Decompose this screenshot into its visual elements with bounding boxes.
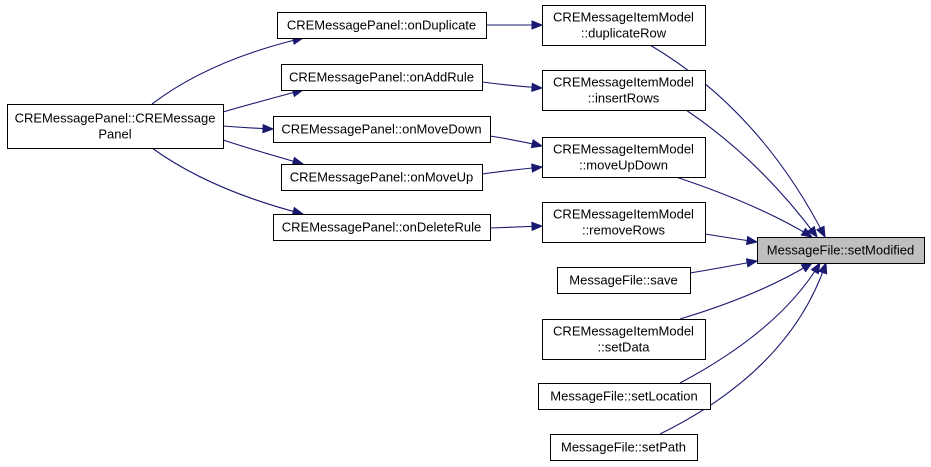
node-ctor[interactable]: CREMessagePanel::CREMessagePanel bbox=[7, 104, 224, 149]
node-insertRows[interactable]: CREMessageItemModel::insertRows bbox=[542, 70, 706, 111]
node-box-duplicateRow bbox=[542, 5, 706, 46]
node-setPath[interactable]: MessageFile::setPath bbox=[550, 434, 698, 461]
node-box-setPath bbox=[550, 434, 698, 461]
node-label-duplicateRow-0: CREMessageItemModel bbox=[553, 10, 694, 25]
edge-ctor-to-onAddRule bbox=[222, 89, 304, 113]
arrowhead-duplicateRow-to-setModified bbox=[815, 225, 826, 239]
node-onMoveUp[interactable]: CREMessagePanel::onMoveUp bbox=[281, 164, 483, 191]
edge-insertRows-to-setModified bbox=[685, 109, 818, 238]
node-label-removeRows-1: ::removeRows bbox=[582, 223, 666, 238]
arrowhead-save-to-setModified bbox=[745, 258, 759, 268]
node-label-setModified-0: MessageFile::setModified bbox=[767, 243, 914, 258]
arrowhead-onDuplicate-to-duplicateRow bbox=[531, 20, 544, 30]
node-box-insertRows bbox=[542, 70, 706, 111]
arrowhead-moveUpDown-to-setModified bbox=[800, 227, 814, 238]
node-duplicateRow[interactable]: CREMessageItemModel::duplicateRow bbox=[542, 5, 706, 46]
node-setModified[interactable]: MessageFile::setModified bbox=[757, 237, 925, 264]
node-label-insertRows-0: CREMessageItemModel bbox=[553, 75, 694, 90]
edge-moveUpDown-to-setModified bbox=[675, 176, 813, 238]
node-box-onDeleteRule bbox=[273, 214, 491, 241]
node-onDuplicate[interactable]: CREMessagePanel::onDuplicate bbox=[277, 12, 487, 39]
node-label-removeRows-0: CREMessageItemModel bbox=[553, 207, 694, 222]
node-label-save-0: MessageFile::save bbox=[569, 273, 677, 288]
node-label-moveUpDown-1: ::moveUpDown bbox=[579, 158, 668, 173]
node-removeRows[interactable]: CREMessageItemModel::removeRows bbox=[542, 202, 706, 243]
node-onAddRule[interactable]: CREMessagePanel::onAddRule bbox=[281, 64, 483, 91]
node-label-setPath-0: MessageFile::setPath bbox=[561, 440, 686, 455]
node-label-insertRows-1: ::insertRows bbox=[588, 91, 660, 106]
edge-duplicateRow-to-setModified bbox=[649, 44, 826, 238]
arrowhead-setData-to-setModified bbox=[800, 262, 814, 273]
arrowhead-setLocation-to-setModified bbox=[810, 261, 821, 275]
node-box-setModified bbox=[757, 237, 925, 264]
edge-setPath-to-setModified bbox=[659, 262, 827, 435]
node-box-onMoveUp bbox=[281, 164, 483, 191]
node-onMoveDown[interactable]: CREMessagePanel::onMoveDown bbox=[273, 116, 491, 143]
edge-setData-to-setModified bbox=[679, 262, 813, 320]
node-save[interactable]: MessageFile::save bbox=[557, 267, 691, 294]
node-label-onDeleteRule-0: CREMessagePanel::onDeleteRule bbox=[282, 220, 481, 235]
node-box-onDuplicate bbox=[277, 12, 487, 39]
edge-ctor-to-onDeleteRule bbox=[151, 147, 304, 215]
edge-setLocation-to-setModified bbox=[679, 262, 821, 384]
node-label-ctor-0: CREMessagePanel::CREMessage bbox=[15, 111, 216, 126]
node-label-onDuplicate-0: CREMessagePanel::onDuplicate bbox=[287, 18, 476, 33]
node-label-setLocation-0: MessageFile::setLocation bbox=[550, 389, 697, 404]
node-box-onAddRule bbox=[281, 64, 483, 91]
node-setLocation[interactable]: MessageFile::setLocation bbox=[538, 383, 711, 410]
node-box-save bbox=[557, 267, 691, 294]
arrowhead-setPath-to-setModified bbox=[818, 261, 828, 275]
edge-ctor-to-onMoveUp bbox=[222, 139, 304, 165]
node-box-setData bbox=[542, 319, 706, 360]
node-label-setData-0: CREMessageItemModel bbox=[553, 324, 694, 339]
arrowhead-onMoveUp-to-moveUpDown bbox=[531, 163, 544, 173]
node-label-setData-1: ::setData bbox=[597, 340, 650, 355]
arrowhead-onAddRule-to-insertRows bbox=[531, 82, 544, 93]
node-box-removeRows bbox=[542, 202, 706, 243]
node-box-onMoveDown bbox=[273, 116, 491, 143]
arrowhead-insertRows-to-setModified bbox=[806, 225, 818, 239]
arrowhead-ctor-to-onMoveDown bbox=[262, 123, 275, 134]
nodes: CREMessagePanel::CREMessagePanelCREMessa… bbox=[7, 5, 925, 461]
node-label-onAddRule-0: CREMessagePanel::onAddRule bbox=[289, 70, 474, 85]
node-setData[interactable]: CREMessageItemModel::setData bbox=[542, 319, 706, 360]
node-box-setLocation bbox=[538, 383, 711, 410]
arrowhead-onMoveDown-to-moveUpDown bbox=[530, 139, 544, 149]
node-moveUpDown[interactable]: CREMessageItemModel::moveUpDown bbox=[542, 137, 706, 178]
node-onDeleteRule[interactable]: CREMessagePanel::onDeleteRule bbox=[273, 214, 491, 241]
node-box-ctor bbox=[7, 104, 224, 149]
arrowhead-removeRows-to-setModified bbox=[745, 235, 759, 246]
node-label-duplicateRow-1: ::duplicateRow bbox=[581, 26, 667, 41]
node-label-onMoveDown-0: CREMessagePanel::onMoveDown bbox=[281, 122, 481, 137]
node-label-moveUpDown-0: CREMessageItemModel bbox=[553, 142, 694, 157]
arrowhead-onDeleteRule-to-removeRows bbox=[531, 221, 544, 232]
node-box-moveUpDown bbox=[542, 137, 706, 178]
edge-ctor-to-onDuplicate bbox=[151, 37, 304, 105]
node-label-ctor-1: Panel bbox=[98, 127, 131, 142]
node-label-onMoveUp-0: CREMessagePanel::onMoveUp bbox=[290, 170, 474, 185]
